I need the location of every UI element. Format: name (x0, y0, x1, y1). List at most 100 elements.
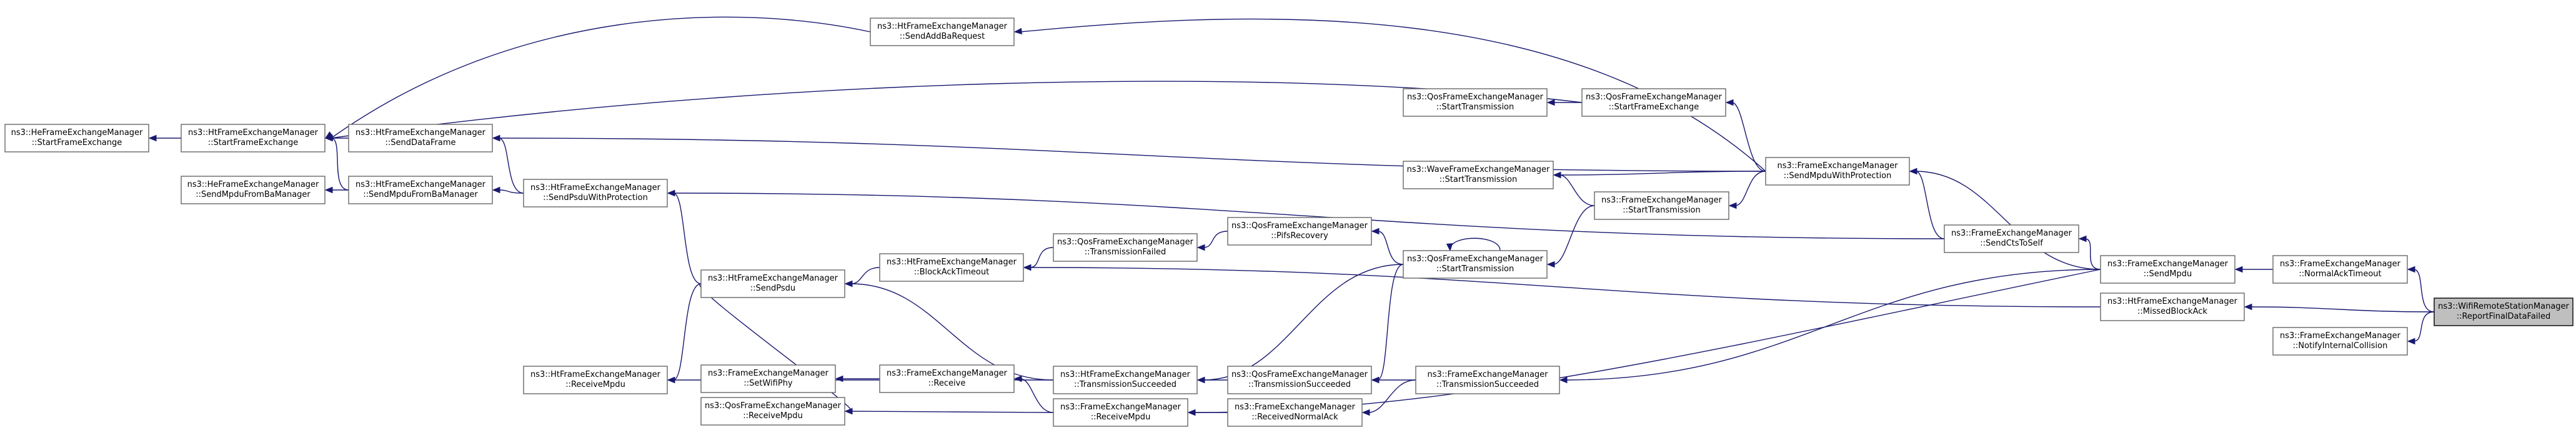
graph-node-fe-start-transmission[interactable]: ns3::FrameExchangeManager::StartTransmis… (1594, 191, 1729, 220)
node-box (523, 179, 668, 208)
node-label-line: ::Receive (928, 379, 966, 388)
call-edge (1029, 247, 1054, 268)
call-edge (1915, 171, 1945, 239)
graph-node-fe-receive-mpdu[interactable]: ns3::FrameExchangeManager::ReceiveMpdu (1053, 398, 1188, 427)
node-box (181, 176, 326, 204)
graph-node-ht-send-mpdu-from-ba-manager[interactable]: ns3::HtFrameExchangeManager::SendMpduFro… (348, 176, 493, 204)
node-box (2100, 255, 2235, 284)
arrowhead (1371, 376, 1380, 384)
graph-node-qos-start-frame-exchange[interactable]: ns3::QosFrameExchangeManager::StartFrame… (1581, 88, 1726, 117)
graph-node-wrsm-report-final-data-failed[interactable]: ns3::WifiRemoteStationManager::ReportFin… (2434, 298, 2574, 326)
call-edge (1368, 379, 1416, 413)
node-label-line: ns3::WifiRemoteStationManager (2438, 302, 2569, 311)
graph-node-he-start-frame-exchange[interactable]: ns3::HeFrameExchangeManager::StartFrameE… (4, 124, 149, 152)
node-label-line: ns3::QosFrameExchangeManager (1586, 92, 1723, 102)
arrowhead (667, 376, 675, 384)
graph-node-qos-receive-mpdu[interactable]: ns3::QosFrameExchangeManager::ReceiveMpd… (700, 397, 845, 426)
node-box (870, 18, 1015, 46)
node-label-line: ns3::QosFrameExchangeManager (1057, 238, 1194, 247)
call-edge (2413, 311, 2435, 342)
node-label-line: ::ReceiveMpdu (565, 380, 625, 389)
arrowhead (492, 134, 500, 142)
graph-node-ht-send-data-frame[interactable]: ns3::HtFrameExchangeManager::SendDataFra… (348, 124, 493, 152)
node-box (1403, 88, 1548, 117)
arrowhead (324, 134, 334, 141)
graph-node-ht-missed-block-ack[interactable]: ns3::HtFrameExchangeManager::MissedBlock… (2100, 292, 2245, 321)
arrowhead (667, 189, 675, 197)
graph-node-ht-send-psdu[interactable]: ns3::HtFrameExchangeManager::SendPsdu (700, 269, 845, 298)
node-label-line: ::TransmissionFailed (1085, 248, 1166, 257)
graph-node-qos-transmission-succeeded[interactable]: ns3::QosFrameExchangeManager::Transmissi… (1227, 366, 1372, 394)
graph-node-fe-send-cts-to-self[interactable]: ns3::FrameExchangeManager::SendCtsToSelf (1944, 224, 2079, 253)
node-label-line: ns3::WaveFrameExchangeManager (1407, 165, 1550, 174)
call-edge (673, 283, 702, 381)
call-edge (673, 192, 702, 284)
node-box (2272, 255, 2408, 284)
node-box (1227, 217, 1372, 246)
node-label-line: ns3::HtFrameExchangeManager (356, 180, 486, 189)
node-box (1594, 191, 1729, 220)
call-edge (1203, 231, 1228, 248)
call-edge (498, 189, 524, 194)
call-edge (1450, 238, 1501, 251)
call-edge (1734, 171, 1766, 206)
arrowhead (844, 408, 853, 415)
node-label-line: ns3::HtFrameExchangeManager (887, 258, 1017, 267)
graph-node-wave-start-transmission[interactable]: ns3::WaveFrameExchangeManager::StartTran… (1403, 161, 1554, 189)
graph-node-fe-send-mpdu[interactable]: ns3::FrameExchangeManager::SendMpdu (2100, 255, 2235, 284)
node-label-line: ns3::QosFrameExchangeManager (1407, 254, 1544, 264)
node-box (879, 364, 1015, 393)
call-edge (850, 283, 1054, 381)
graph-node-fe-receive[interactable]: ns3::FrameExchangeManager::Receive (879, 364, 1015, 393)
node-label-line: ns3::FrameExchangeManager (1601, 196, 1723, 205)
call-edge (850, 411, 1054, 413)
node-label-line: ns3::FrameExchangeManager (2280, 259, 2401, 269)
node-box (181, 124, 326, 152)
node-box (1227, 398, 1363, 427)
graph-node-fe-transmission-succeeded[interactable]: ns3::FrameExchangeManager::TransmissionS… (1415, 366, 1560, 394)
arrowhead (1196, 244, 1205, 251)
graph-node-ht-start-frame-exchange[interactable]: ns3::HtFrameExchangeManager::StartFrameE… (181, 124, 326, 152)
graph-node-fe-received-normal-ack[interactable]: ns3::FrameExchangeManager::ReceivedNorma… (1227, 398, 1363, 427)
node-label-line: ::StartTransmission (1623, 206, 1701, 215)
arrowhead (1546, 261, 1555, 268)
call-edge (1029, 267, 2101, 308)
node-label-line: ::MissedBlockAck (2137, 307, 2207, 316)
graph-node-qos-transmission-failed[interactable]: ns3::QosFrameExchangeManager::Transmissi… (1053, 233, 1198, 262)
call-edge (1553, 205, 1595, 265)
call-graph-nodes: ns3::HeFrameExchangeManager::StartFrameE… (4, 18, 2574, 427)
call-edge (498, 138, 1766, 172)
node-label-line: ns3::HeFrameExchangeManager (187, 180, 319, 189)
graph-node-fe-normal-ack-timeout[interactable]: ns3::FrameExchangeManager::NormalAckTime… (2272, 255, 2408, 284)
graph-node-qos-pifs-recovery[interactable]: ns3::QosFrameExchangeManager::PifsRecove… (1227, 217, 1372, 246)
graph-node-ht-send-add-ba-request[interactable]: ns3::HtFrameExchangeManager::SendAddBaRe… (870, 18, 1015, 46)
graph-node-ht-receive-mpdu[interactable]: ns3::HtFrameExchangeManager::ReceiveMpdu (523, 366, 668, 394)
graph-node-fe-send-mpdu-with-protection[interactable]: ns3::FrameExchangeManager::SendMpduWithP… (1765, 157, 1910, 186)
arrowhead (1371, 228, 1380, 235)
graph-node-fe-notify-internal-collision[interactable]: ns3::FrameExchangeManager::NotifyInterna… (2272, 327, 2408, 356)
arrowhead (1559, 376, 1568, 384)
node-label-line: ::TransmissionSucceeded (1248, 380, 1351, 389)
arrowhead (1361, 409, 1370, 416)
node-label-line: ns3::FrameExchangeManager (1060, 402, 1181, 412)
node-box (1581, 88, 1726, 117)
call-edges (148, 16, 2435, 416)
node-box (4, 124, 149, 152)
graph-node-ht-send-psdu-with-protection[interactable]: ns3::HtFrameExchangeManager::SendPsduWit… (523, 179, 668, 208)
arrowhead (148, 134, 157, 142)
graph-node-ht-block-ack-timeout[interactable]: ns3::HtFrameExchangeManager::BlockAckTim… (879, 253, 1024, 282)
node-box (2272, 327, 2408, 356)
node-label-line: ::SendMpduFromBaManager (196, 190, 311, 199)
node-label-line: ns3::HtFrameExchangeManager (708, 274, 838, 283)
graph-node-he-send-mpdu-from-ba-manager[interactable]: ns3::HeFrameExchangeManager::SendMpduFro… (181, 176, 326, 204)
arrowhead (1728, 202, 1737, 209)
call-edge (331, 16, 871, 139)
graph-node-qos-start-transmission-a[interactable]: ns3::QosFrameExchangeManager::StartTrans… (1403, 88, 1548, 117)
graph-node-fe-set-wifi-phy[interactable]: ns3::FrameExchangeManager::SetWifiPhy (700, 364, 836, 393)
graph-node-qos-start-transmission-main[interactable]: ns3::QosFrameExchangeManager::StartTrans… (1403, 250, 1548, 279)
node-label-line: ns3::HtFrameExchangeManager (530, 183, 661, 192)
arrowhead (492, 186, 500, 194)
call-edge (1559, 174, 1595, 206)
arrowhead (1013, 375, 1022, 382)
graph-node-ht-transmission-succeeded[interactable]: ns3::HtFrameExchangeManager::Transmissio… (1053, 366, 1198, 394)
